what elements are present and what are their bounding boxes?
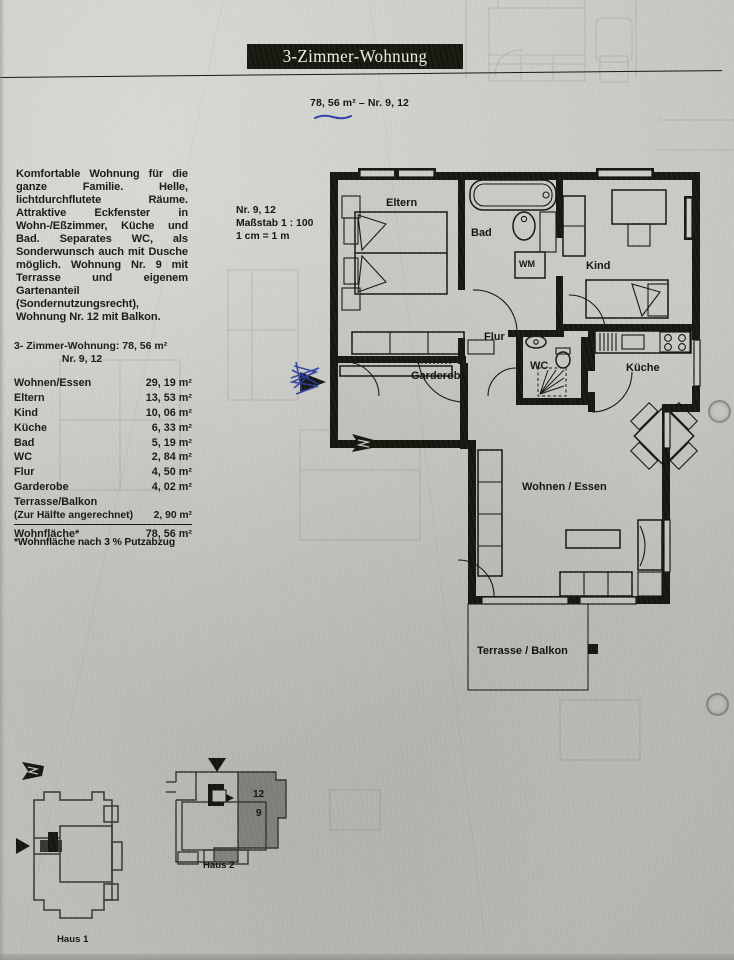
area-caption: 78, 56 m² – Nr. 9, 12: [310, 97, 409, 109]
appliance-label-wm: WM: [519, 259, 535, 269]
area-row-value: 6, 33 m²: [151, 421, 192, 434]
keyplan-haus-1-arrow: [16, 838, 30, 854]
area-row: Garderobe 4, 02 m²: [14, 479, 192, 494]
room-label-wc: WC: [530, 360, 549, 372]
area-row-value: [142, 494, 192, 509]
area-row: Eltern 13, 53 m²: [14, 391, 192, 406]
keyplan-haus-2-arrow: [208, 758, 226, 772]
area-row-label: Bad: [14, 436, 35, 449]
area-row-value: 29, 19 m²: [145, 377, 192, 390]
area-row-value: 10, 06 m²: [145, 406, 192, 419]
area-schedule-heading: 3- Zimmer-Wohnung: 78, 56 m² Nr. 9, 12: [14, 340, 192, 366]
area-row-value: 2, 84 m²: [151, 451, 192, 464]
area-row: (Zur Hälfte angerechnet) 2, 90 m²: [14, 509, 192, 524]
area-schedule-heading-line2: Nr. 9, 12: [61, 353, 103, 365]
scale-equivalence: 1 cm = 1 m: [236, 231, 290, 243]
area-row: Wohnen/Essen 29, 19 m²: [14, 376, 192, 391]
area-row-value: 2, 90 m²: [153, 510, 192, 522]
area-row-label: Terrasse/Balkon: [14, 495, 98, 508]
area-row-label: Küche: [14, 421, 47, 434]
keyplan-haus-1-marker: [40, 840, 62, 852]
room-label-bad: Bad: [471, 227, 492, 239]
room-label-eltern: Eltern: [386, 197, 418, 209]
room-label-kind: Kind: [586, 260, 611, 272]
area-total-row: Wohnfläche*78, 56 m²: [14, 523, 192, 542]
keyplan-unit-number-12: 12: [253, 789, 265, 800]
keyplan-caption-haus-2: Haus 2: [203, 860, 235, 871]
orientation-arrow-1: [300, 372, 326, 392]
paper-ring-artifact-bottom: [706, 693, 729, 716]
area-row-label: Kind: [14, 406, 38, 419]
area-row-value: 4, 02 m²: [151, 480, 192, 493]
area-row-label: Eltern: [14, 392, 45, 405]
furniture-eltern: [341, 195, 465, 364]
area-row: Bad 5, 19 m²: [14, 435, 192, 450]
fixtures-kueche: [594, 330, 692, 354]
area-row-label: Garderobe: [14, 480, 69, 493]
area-row-value: 13, 53 m²: [145, 392, 192, 405]
orientation-arrow-3: [22, 762, 44, 780]
keyplan-haus-2: [166, 758, 287, 865]
furniture-kind: [562, 189, 669, 319]
area-row: Flur 4, 50 m²: [14, 465, 192, 480]
scale-block: Nr. 9, 12 Maßstab 1 : 100 1 cm = 1 m: [236, 204, 313, 244]
blue-underline-annotation: [314, 114, 352, 120]
area-row-value: 5, 19 m²: [151, 436, 192, 449]
area-total-value: 78, 56 m²: [142, 523, 192, 542]
header-rule: [0, 70, 722, 78]
description-paragraph: Komfortable Wohnung für die ganze Famili…: [16, 168, 188, 323]
room-label-wohnen-essen: Wohnen / Essen: [522, 481, 607, 493]
area-row-label: WC: [14, 451, 32, 464]
scale-unit-number: Nr. 9, 12: [236, 205, 276, 216]
document-title-banner: 3-Zimmer-Wohnung: [247, 44, 463, 69]
room-label-garderobe: Garderobe: [411, 370, 467, 382]
page-title: 3-Zimmer-Wohnung: [282, 46, 428, 66]
keyplan-haus-1: [33, 791, 123, 919]
room-label-terrasse-balkon: Terrasse / Balkon: [477, 645, 568, 657]
area-footnote: *Wohnfläche nach 3 % Putzabzug: [14, 537, 176, 548]
scale-ratio: Maßstab 1 : 100: [236, 218, 314, 230]
room-label-kueche: Küche: [626, 362, 660, 374]
area-row: Küche 6, 33 m²: [14, 420, 192, 435]
area-schedule: 3- Zimmer-Wohnung: 78, 56 m² Nr. 9, 12 W…: [14, 340, 192, 542]
orientation-arrow-2: [352, 434, 374, 452]
area-row-label: Wohnen/Essen: [14, 377, 92, 390]
keyplan-caption-haus-1: Haus 1: [57, 934, 89, 945]
area-row-label: Flur: [14, 466, 35, 479]
area-row: Terrasse/Balkon: [14, 494, 192, 509]
keyplan-haus-2-highlight: [237, 771, 287, 849]
room-label-flur: Flur: [484, 331, 505, 343]
area-total-label: Wohnfläche*: [14, 523, 143, 542]
blue-scribble-annotation: [289, 361, 320, 395]
area-row-label: (Zur Hälfte angerechnet): [14, 510, 134, 522]
area-schedule-heading-line1: 3- Zimmer-Wohnung: 78, 56 m²: [14, 340, 168, 352]
area-row: WC 2, 84 m²: [14, 450, 192, 465]
keyplan-unit-number-9: 9: [256, 808, 262, 819]
paper-ring-artifact-top: [708, 400, 731, 423]
area-row: Kind 10, 06 m²: [14, 406, 192, 421]
area-row-value: 4, 50 m²: [151, 466, 192, 479]
